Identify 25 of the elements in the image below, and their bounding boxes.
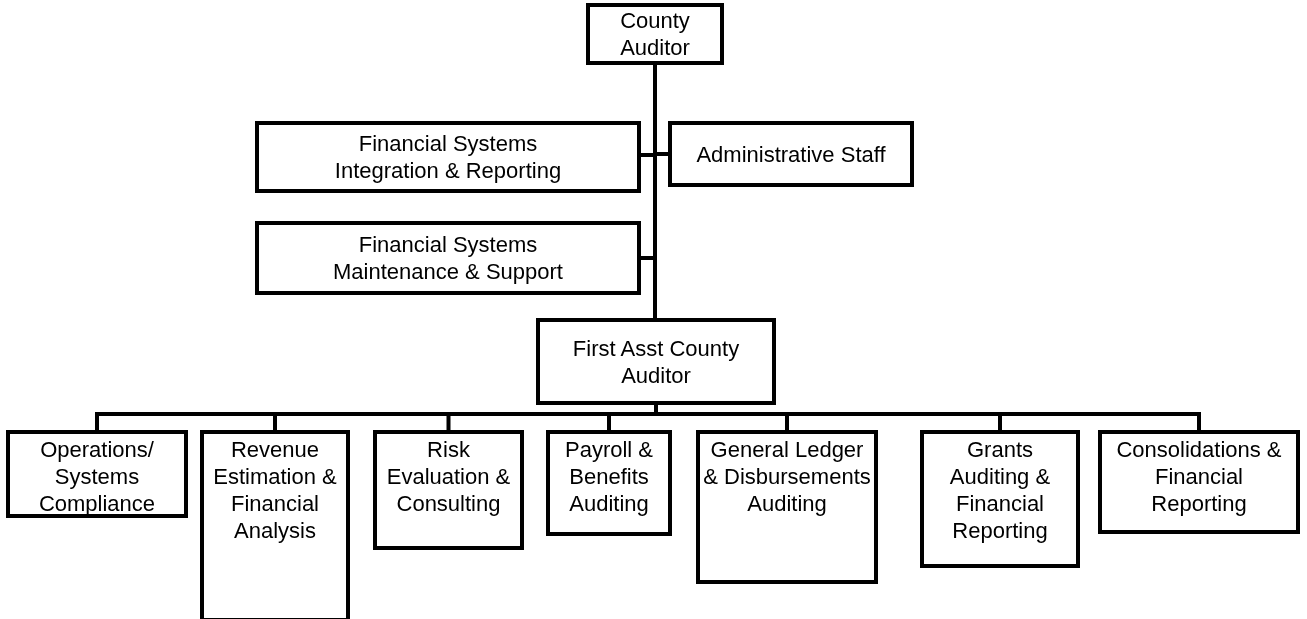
box-label: First Asst County Auditor [571, 334, 741, 390]
box-label: Consolidations & Financial Reporting [1115, 436, 1283, 518]
org-box [255, 121, 641, 193]
box-label: General Ledger & Disbursements Auditing [702, 436, 872, 518]
box-label: Operations/ Systems Compliance [37, 436, 157, 518]
box-label: Risk Evaluation & Consulting [385, 436, 512, 518]
org-box [200, 430, 350, 619]
org-box [373, 430, 524, 550]
org-box [255, 221, 641, 295]
box-label: County Auditor [619, 7, 691, 62]
box-label: Financial Systems Integration & Reporting [333, 130, 563, 185]
org-box [586, 3, 724, 65]
box-label: Payroll & Benefits Auditing [563, 436, 654, 518]
box-label: Financial Systems Maintenance & Support [332, 231, 564, 286]
org-box [920, 430, 1080, 568]
connector-line [653, 65, 657, 318]
org-box [696, 430, 878, 584]
org-box [1098, 430, 1300, 534]
org-box [536, 318, 776, 405]
box-label: Revenue Estimation & Financial Analysis [212, 436, 338, 545]
box-label: Grants Auditing & Financial Reporting [948, 436, 1052, 545]
org-box [668, 121, 914, 187]
org-box [6, 430, 188, 518]
org-box [546, 430, 672, 536]
box-label: Administrative Staff [695, 140, 887, 169]
